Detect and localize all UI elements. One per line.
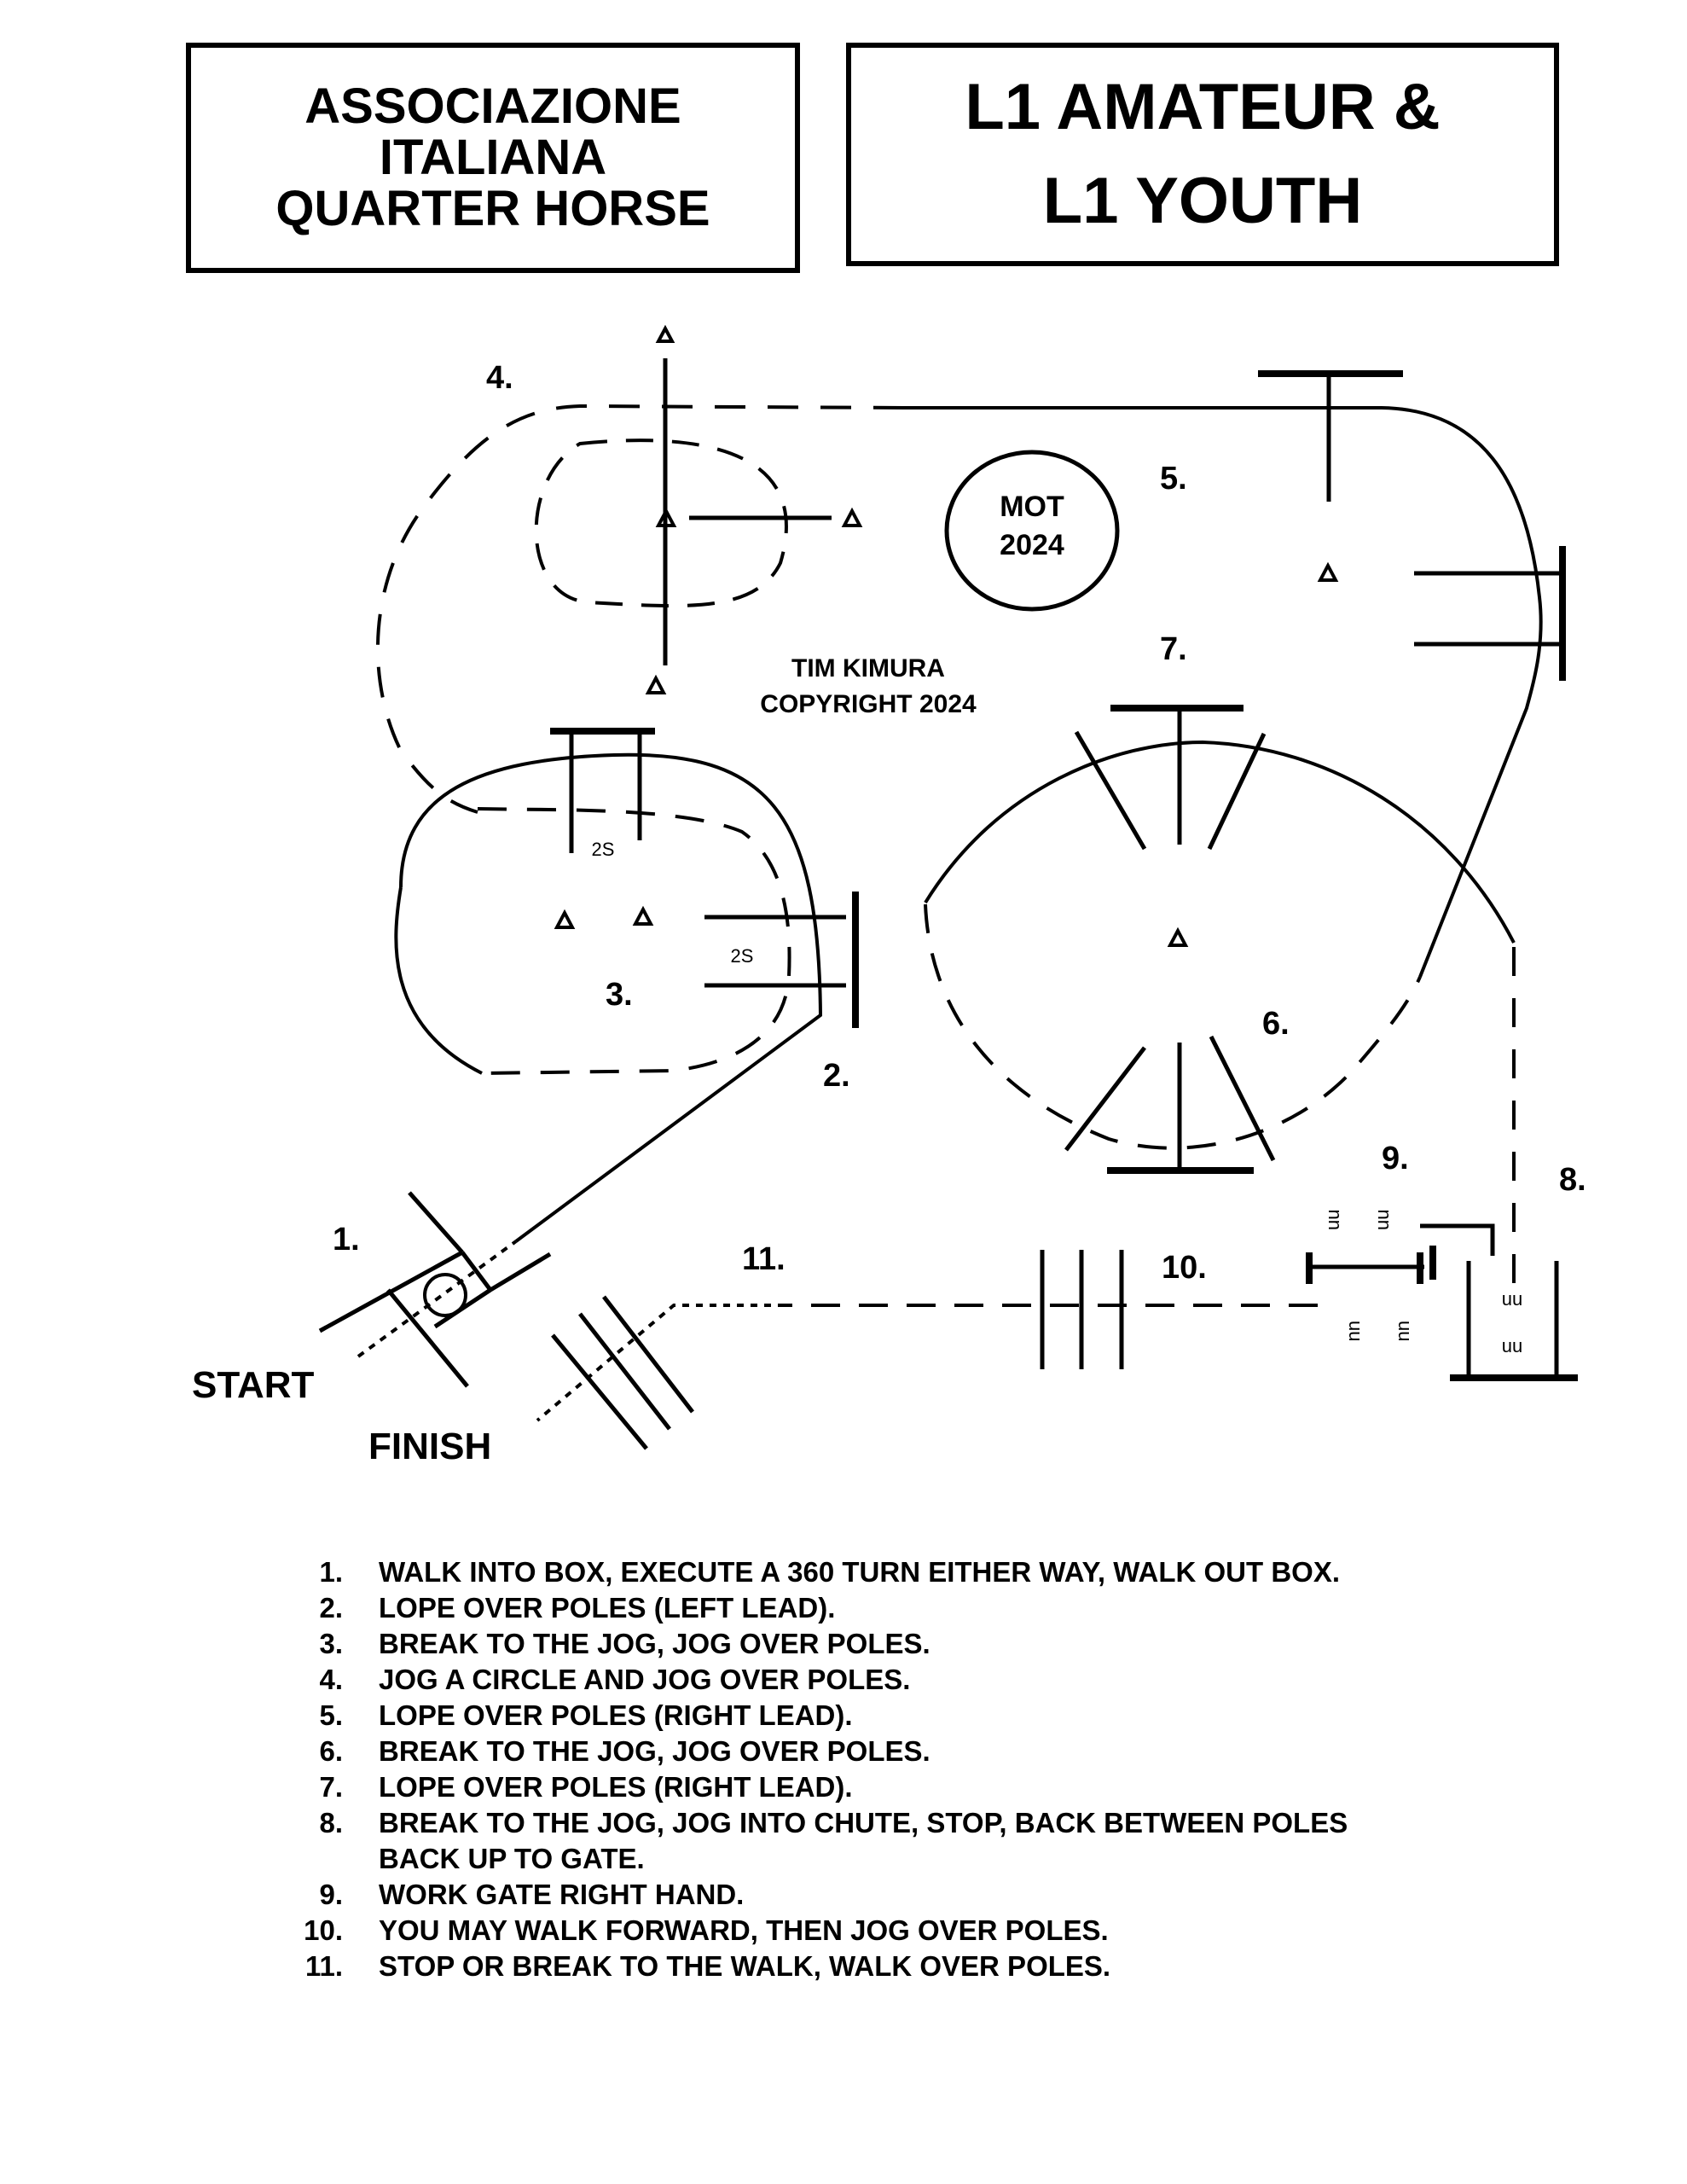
marker-4: 4. (486, 360, 513, 396)
obstacle-10-poles (1040, 1250, 1124, 1369)
credit-line: TIM KIMURA (791, 654, 945, 682)
instruction-item: 4. JOG A CIRCLE AND JOG OVER POLES. (290, 1662, 1569, 1698)
instruction-text: BREAK TO THE JOG, JOG OVER POLES. (379, 1628, 930, 1659)
organization-line: ITALIANA (379, 130, 607, 185)
path-lope-5 (904, 406, 1543, 978)
gate-hinge-mark: uu (1371, 1210, 1393, 1230)
instruction-number: 9. (319, 1879, 343, 1910)
pole-spacing-label: 2S (592, 839, 615, 860)
instruction-text: BREAK TO THE JOG, JOG OVER POLES. (379, 1735, 930, 1767)
cone-triangle (1317, 561, 1339, 582)
instruction-item: 2. LOPE OVER POLES (LEFT LEAD). (290, 1590, 1569, 1626)
marker-7: 7. (1160, 631, 1187, 667)
instruction-item: 8. BREAK TO THE JOG, JOG INTO CHUTE, STOP… (290, 1805, 1569, 1841)
class-title-box: L1 AMATEUR & L1 YOUTH (846, 43, 1559, 266)
path-jog-3-loop (394, 886, 483, 1075)
path-dashed-loop (376, 404, 905, 814)
cone-triangle (645, 674, 667, 694)
instruction-number: 10. (304, 1914, 343, 1946)
instruction-text: LOPE OVER POLES (RIGHT LEAD). (379, 1771, 853, 1803)
class-title-line: L1 YOUTH (1042, 165, 1363, 237)
instruction-item: 7. LOPE OVER POLES (RIGHT LEAD). (290, 1769, 1569, 1805)
organization-line: QUARTER HORSE (275, 181, 710, 236)
mot-seal (944, 450, 1120, 612)
obstacle-4-cross-poles (534, 358, 832, 665)
instruction-number: 8. (319, 1807, 343, 1838)
path-start-dotted (357, 1240, 518, 1358)
path-jog-3-dashed (477, 807, 791, 1075)
marker-1: 1. (333, 1222, 360, 1258)
pole-spacing-label: 2S (731, 945, 754, 967)
marker-2: 2. (823, 1058, 850, 1094)
marker-6: 6. (1262, 1006, 1290, 1042)
seal-line: 2024 (1000, 529, 1064, 561)
instruction-item: 5. LOPE OVER POLES (RIGHT LEAD). (290, 1698, 1569, 1734)
gate-hinge-mark: uu (1394, 1321, 1416, 1341)
obstacle-1-box (318, 1191, 552, 1388)
cone-triangle (554, 909, 576, 929)
instruction-text: JOG A CIRCLE AND JOG OVER POLES. (379, 1664, 911, 1695)
obstacle-3-poles (550, 728, 859, 1028)
instruction-text: LOPE OVER POLES (RIGHT LEAD). (379, 1699, 853, 1731)
marker-3: 3. (606, 977, 633, 1013)
chute-mark: uu (1502, 1335, 1522, 1356)
seal-line: MOT (1000, 491, 1064, 523)
instruction-item: 10. YOU MAY WALK FORWARD, THEN JOG OVER P… (290, 1913, 1569, 1949)
obstacle-9-gate (1306, 1223, 1495, 1284)
gate-hinge-mark: uu (1322, 1210, 1343, 1230)
marker-9: 9. (1382, 1141, 1409, 1176)
instruction-number: 11. (304, 1950, 343, 1982)
instruction-text: STOP OR BREAK TO THE WALK, WALK OVER POL… (379, 1950, 1111, 1982)
instruction-text: BREAK TO THE JOG, JOG INTO CHUTE, STOP, … (379, 1807, 1348, 1838)
instruction-number: 3. (319, 1628, 343, 1659)
credit-line: COPYRIGHT 2024 (760, 690, 977, 718)
instruction-number: 1. (319, 1556, 343, 1588)
instruction-item: 11. STOP OR BREAK TO THE WALK, WALK OVER … (290, 1949, 1569, 1984)
marker-10: 10. (1162, 1250, 1207, 1286)
instruction-number: 4. (319, 1664, 343, 1695)
cone-triangle (655, 324, 675, 343)
path-jog-6-dashed (924, 903, 1422, 1150)
marker-11: 11. (742, 1241, 786, 1277)
instruction-text: WALK INTO BOX, EXECUTE A 360 TURN EITHER… (379, 1556, 1341, 1588)
instruction-item: 6. BREAK TO THE JOG, JOG OVER POLES. (290, 1734, 1569, 1769)
organization-box: ASSOCIAZIONE ITALIANA QUARTER HORSE (186, 43, 800, 273)
instruction-number: 6. (319, 1735, 343, 1767)
cone-triangle (841, 507, 863, 527)
instructions-list: 1. WALK INTO BOX, EXECUTE A 360 TURN EITH… (290, 1554, 1569, 1984)
instruction-item: 3. BREAK TO THE JOG, JOG OVER POLES. (290, 1626, 1569, 1662)
cone-triangle (632, 905, 654, 926)
instruction-number: 2. (319, 1592, 343, 1623)
gate-hinge-mark: uu (1345, 1321, 1366, 1341)
marker-5: 5. (1160, 461, 1187, 497)
path-lope-7-arc (924, 740, 1516, 944)
path-walk-11-dotted (536, 1304, 785, 1422)
cone-triangle (1167, 926, 1189, 947)
obstacle-11-poles (551, 1295, 694, 1450)
instruction-number: 7. (319, 1771, 343, 1803)
trail-pattern-diagram: 4. 5. 7. 3. 6. 2. 9. 8. 1. 11. 10. START… (192, 324, 1586, 1467)
chute-mark: uu (1502, 1288, 1522, 1310)
instruction-item: 9. WORK GATE RIGHT HAND. (290, 1877, 1569, 1913)
instruction-item: 1. WALK INTO BOX, EXECUTE A 360 TURN EITH… (290, 1554, 1569, 1590)
instruction-text: BACK UP TO GATE. (379, 1843, 645, 1874)
instruction-text: YOU MAY WALK FORWARD, THEN JOG OVER POLE… (379, 1914, 1109, 1946)
organization-line: ASSOCIAZIONE (304, 78, 681, 134)
obstacle-5-poles (1258, 370, 1566, 681)
obstacle-7-poles (1074, 705, 1267, 851)
instruction-text: WORK GATE RIGHT HAND. (379, 1879, 745, 1910)
path-lope-2-loop (399, 752, 823, 1243)
marker-8: 8. (1559, 1162, 1586, 1198)
start-label: START (192, 1364, 315, 1406)
obstacle-6-poles (1064, 1035, 1276, 1174)
instruction-text: LOPE OVER POLES (LEFT LEAD). (379, 1592, 836, 1623)
finish-label: FINISH (368, 1426, 491, 1467)
instruction-number: 5. (319, 1699, 343, 1731)
instruction-item: BACK UP TO GATE. (290, 1841, 1569, 1877)
obstacle-8-chute (1450, 1261, 1578, 1381)
cone-triangle (655, 507, 677, 527)
class-title-line: L1 AMATEUR & (965, 71, 1441, 143)
